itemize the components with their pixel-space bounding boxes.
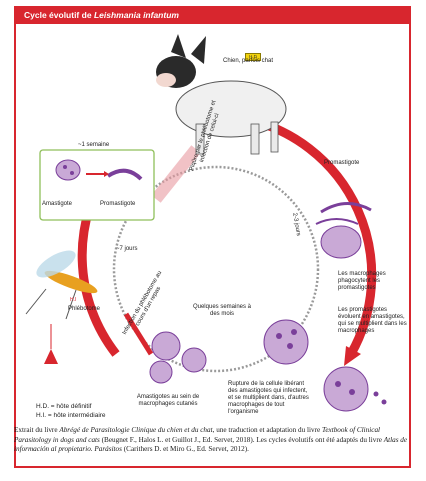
figure-title: Cycle évolutif de Leishmania infantum xyxy=(24,10,179,20)
inner-dashed-circle xyxy=(112,165,320,373)
sandfly-label: Phlébotome xyxy=(68,306,101,312)
macrophage-cluster-left xyxy=(149,331,207,384)
seven-days-label: ~7 jours xyxy=(116,246,138,252)
life-cycle-diagram xyxy=(25,34,387,412)
promastigote-label: Promastigote xyxy=(100,201,136,207)
arrow-head-right xyxy=(344,346,361,366)
cycle-arc-right xyxy=(245,114,377,357)
promastigote-shape xyxy=(106,168,143,181)
legend-hd: H.D. = hôte définitif xyxy=(36,403,92,410)
amastigotes-in-label: Amastigotes au sein de macrophages cutan… xyxy=(136,394,200,407)
cycle-arc-top-left xyxy=(151,145,201,203)
stage-box xyxy=(39,149,155,221)
dog-label: Chien, parfois chat xyxy=(222,58,274,64)
promastigote-cell-right xyxy=(320,225,362,259)
legend-hi: H.I. = hôte intermédiaire xyxy=(36,412,106,419)
macrophages-phago-label: Les macrophages phagocytent les promasti… xyxy=(338,271,386,291)
header-bar: Cycle évolutif de Leishmania infantum xyxy=(16,8,409,24)
promastigotes-evolve-label: Les promastigotes évoluent en amastigote… xyxy=(338,307,407,334)
species-name: Leishmania infantum xyxy=(93,10,179,20)
macrophage-cluster-center xyxy=(263,319,309,365)
dog-illustration xyxy=(156,34,287,155)
sandfly-host-badge: H.I xyxy=(70,297,77,303)
sandfly-illustration xyxy=(25,250,98,320)
infection-arrow xyxy=(123,312,154,356)
amastigote-cell xyxy=(55,159,81,181)
macrophage-cluster-right xyxy=(323,366,387,412)
warning-triangle-icon xyxy=(44,349,58,364)
figure-frame: Cycle évolutif de Leishmania infantum xyxy=(14,6,411,468)
amastigote-label: Amastigote xyxy=(42,201,73,207)
host-badge: H.D xyxy=(245,53,261,61)
one-week-label: ~1 semaine xyxy=(78,142,110,148)
cell-rupture-label: Rupture de la cellule libérant des amast… xyxy=(228,381,309,415)
promastigote-right-label: Promastigote xyxy=(324,160,360,166)
some-weeks-label: Quelques semaines à des mois xyxy=(192,304,252,317)
figure-caption: Extrait du livre Abrégé de Parasitologie… xyxy=(14,426,408,454)
